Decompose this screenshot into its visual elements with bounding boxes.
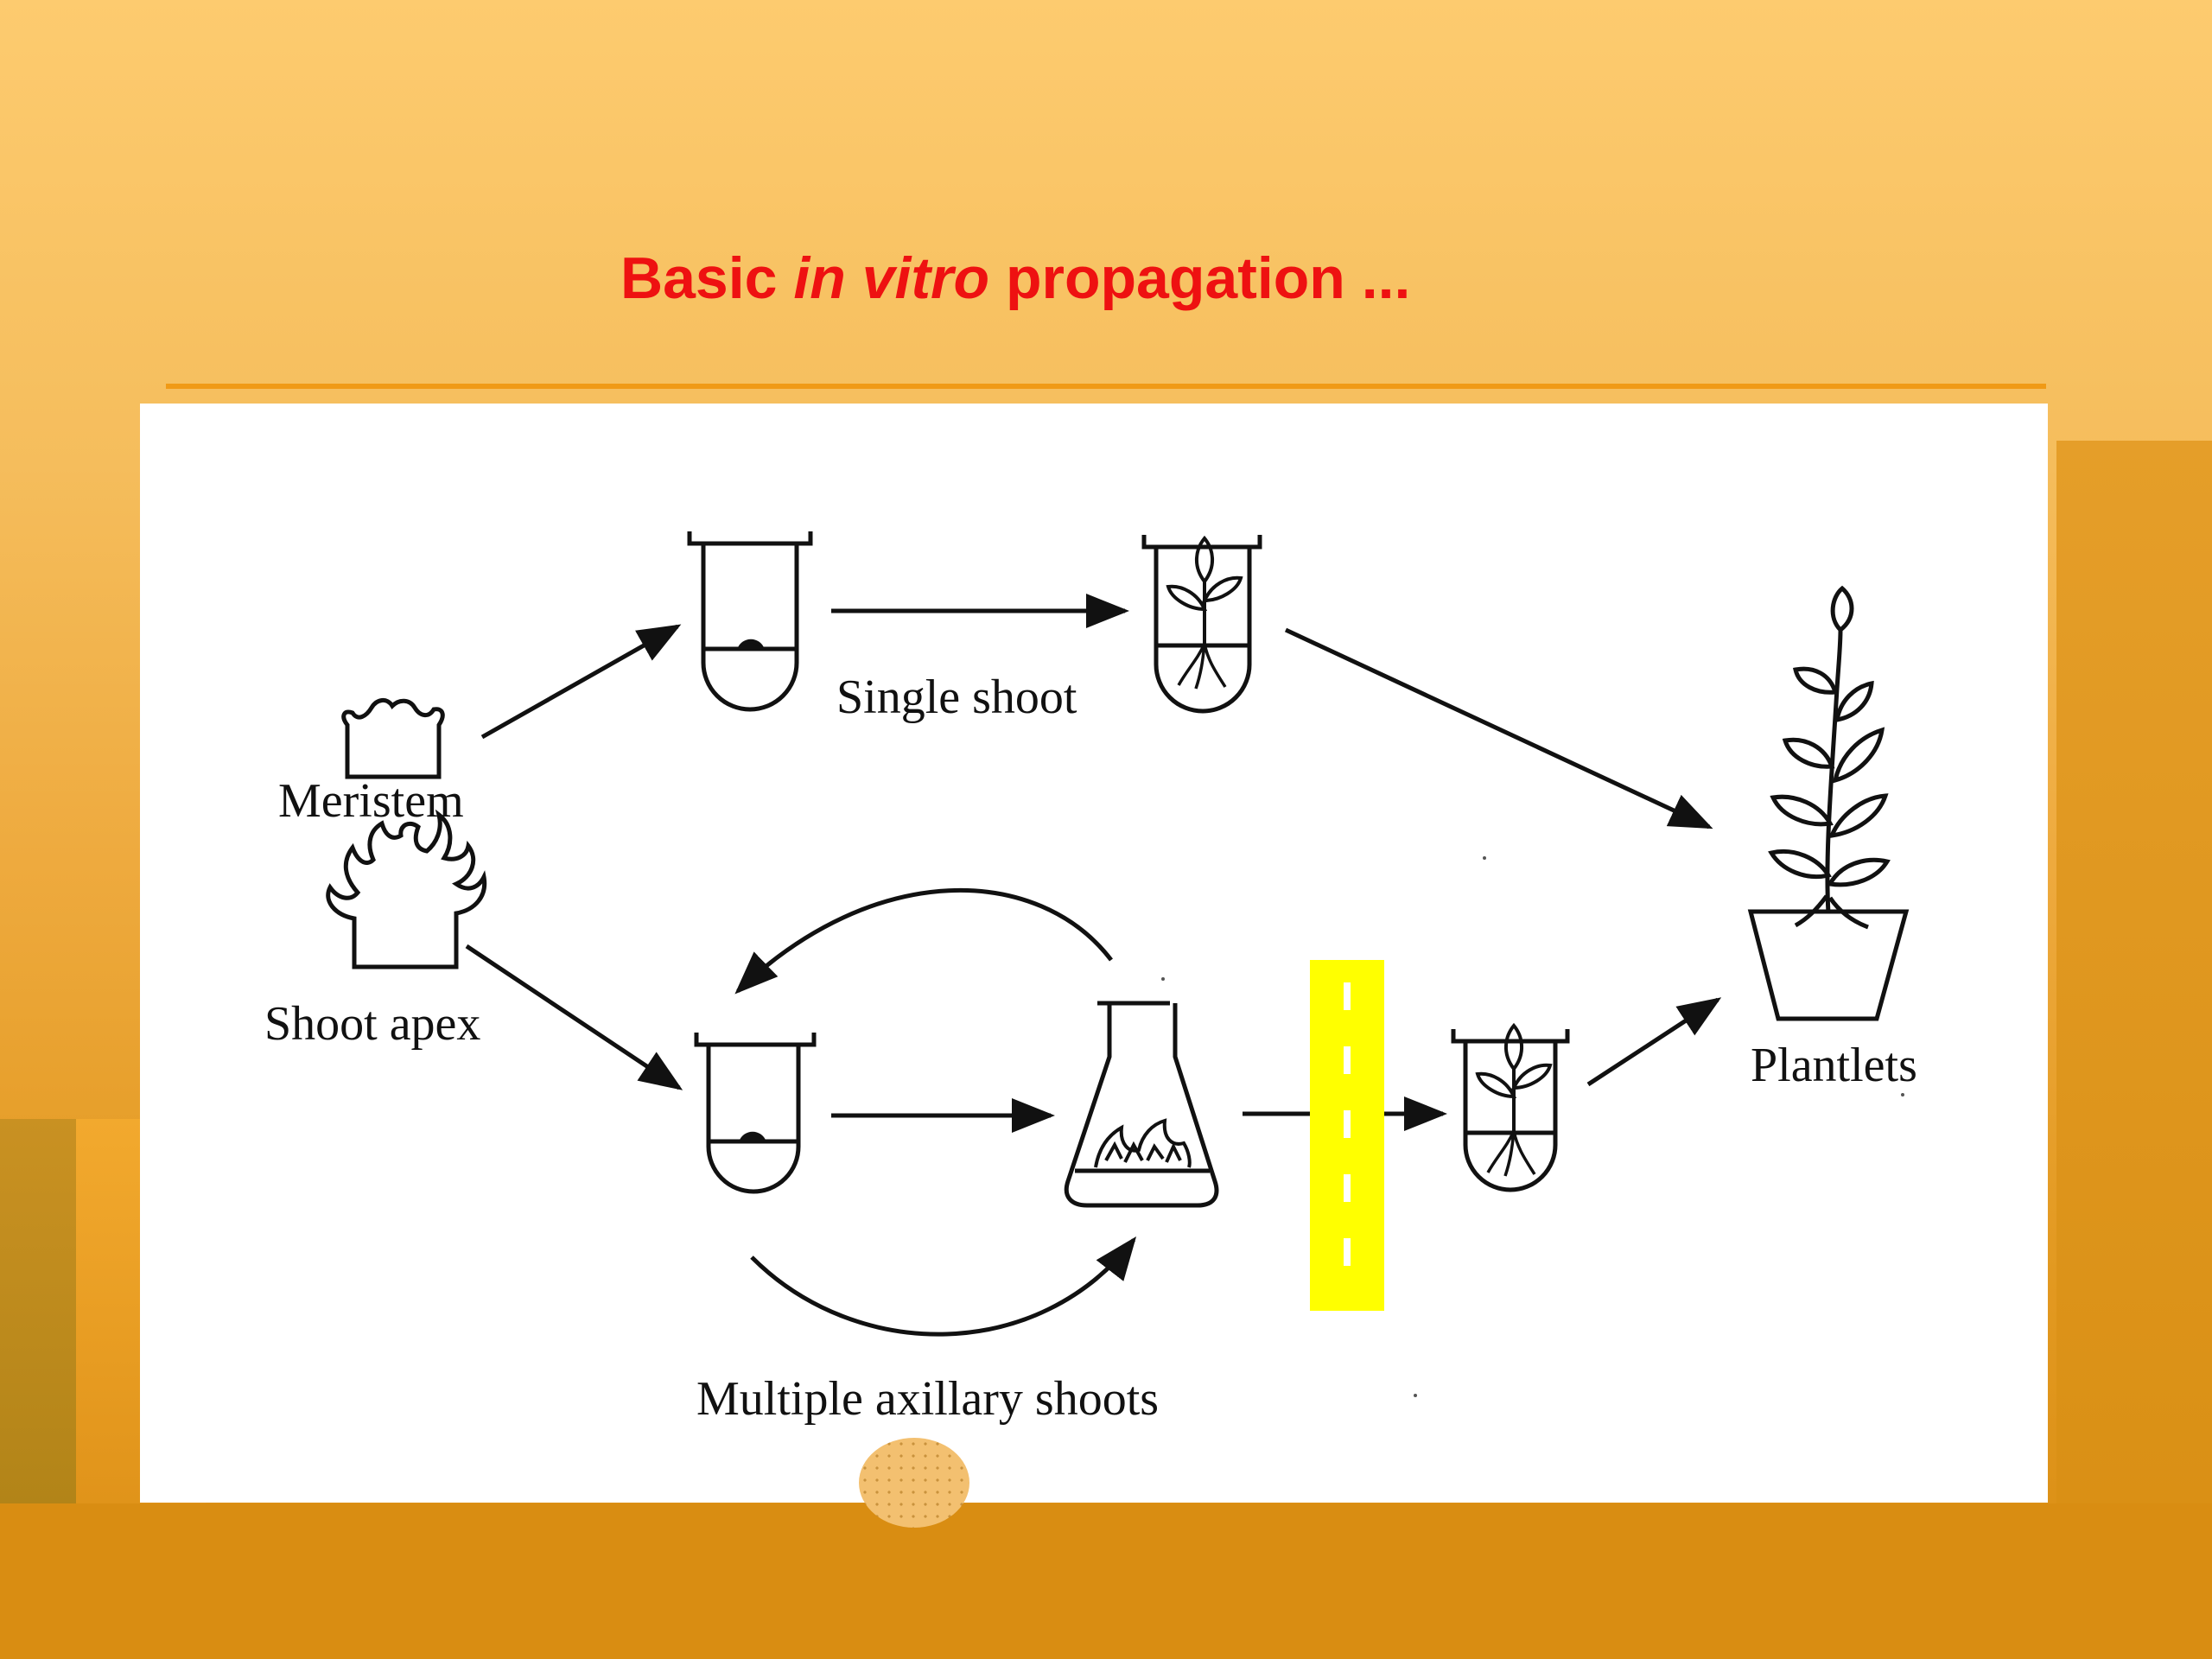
arrow-meristem-to-tube: [480, 624, 682, 740]
arrows: [465, 594, 1722, 1337]
background-block-right: [2056, 441, 2212, 1659]
top-tube-plantlet-icon: [1141, 535, 1262, 714]
title-suffix: propagation ...: [1005, 245, 1411, 311]
diagram-panel: Meristem Shoot apex Single shoot Multipl…: [140, 404, 2048, 1503]
propagation-diagram: [326, 531, 1910, 1397]
yellow-highlight-bar: [1310, 960, 1384, 1311]
decorative-dotted-circle: [859, 1438, 969, 1528]
bottom-tube-explant-icon: [694, 1033, 817, 1194]
label-plantlets: Plantlets: [1751, 1039, 1917, 1092]
arrow-single-shoot-to-plantlets: [1284, 627, 1713, 830]
shoot-apex-icon: [326, 809, 487, 969]
slide-title: Basic in vitro propagation ...: [620, 244, 1410, 313]
label-shoot-apex: Shoot apex: [264, 997, 481, 1051]
title-italic: in vitro: [793, 245, 990, 311]
meristem-icon: [341, 698, 445, 779]
arrow-tube-to-plantlets: [1586, 997, 1722, 1087]
arrow-recycle-bottom: [750, 1236, 1137, 1337]
arrow-shoot-apex-to-tube: [465, 944, 683, 1090]
title-prefix: Basic: [620, 245, 778, 311]
background-block-bottom: [0, 1503, 2212, 1659]
bottom-tube-plantlet-icon: [1451, 1026, 1570, 1192]
flask-multiple-shoots-icon: [1064, 1001, 1219, 1208]
specks: [1161, 856, 1904, 1397]
title-divider: [166, 384, 2046, 389]
arrow-recycle-top: [734, 887, 1113, 995]
label-single-shoot: Single shoot: [836, 671, 1077, 724]
label-multiple-axillary-shoots: Multiple axillary shoots: [696, 1372, 1160, 1426]
potted-plantlet-icon: [1747, 585, 1910, 1021]
top-tube-explant-icon: [687, 531, 813, 712]
label-meristem: Meristem: [278, 774, 464, 828]
